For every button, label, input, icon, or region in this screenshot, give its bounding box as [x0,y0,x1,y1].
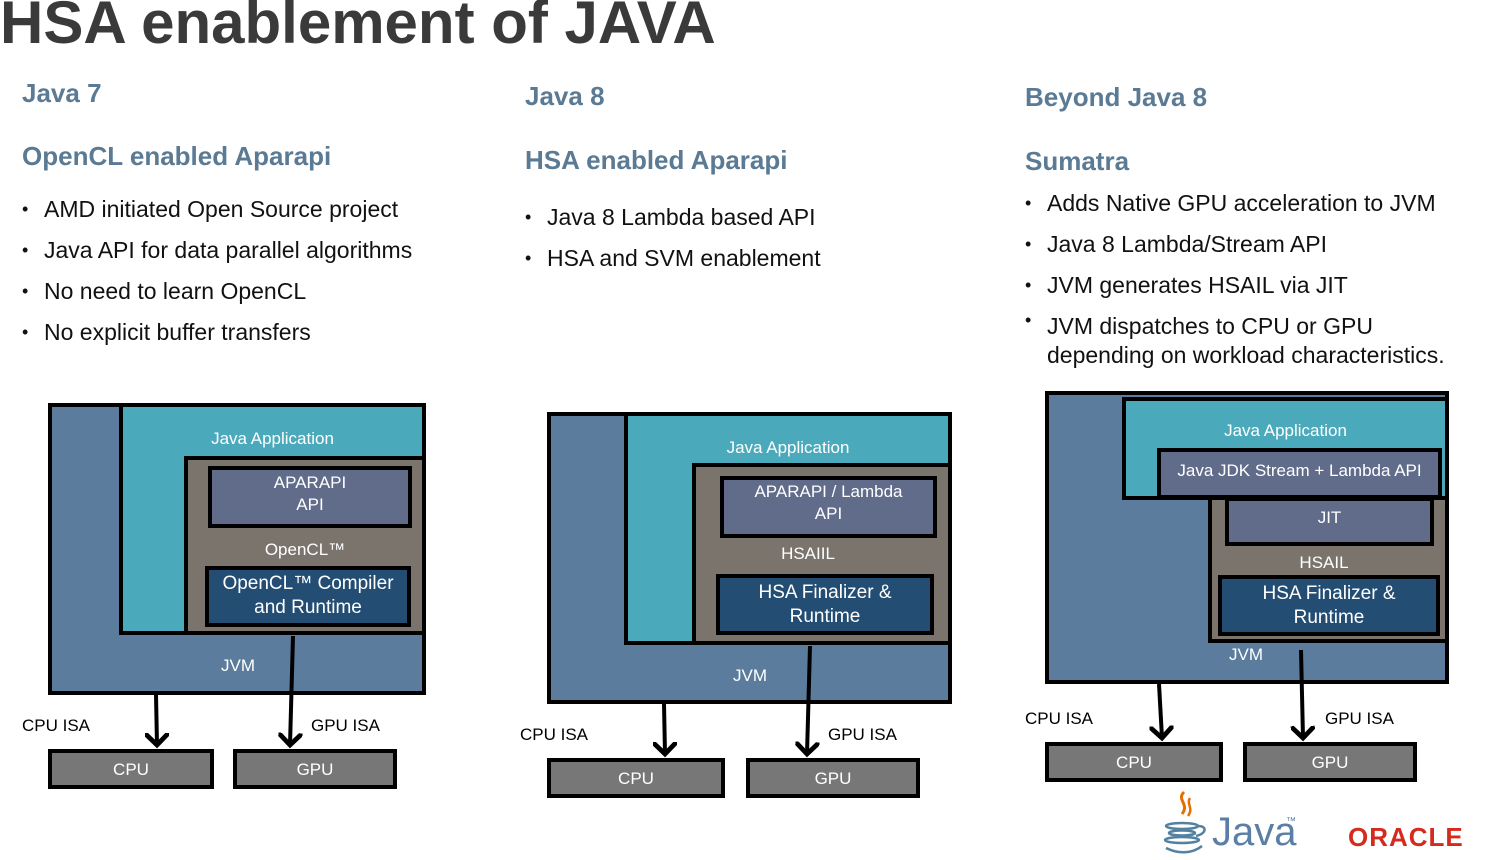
gpu-dispatch-arrow [1301,649,1303,738]
list-item: Adds Native GPU acceleration to JVM [1025,183,1480,224]
gpu-label: GPU [296,760,334,779]
java-cup-icon [1163,790,1206,854]
list-item: Java API for data parallel algorithms [22,230,412,271]
cpu-dispatch-arrow [156,694,157,745]
subheading-sumatra: Sumatra [1025,146,1130,176]
gpu-isa-label: GPU ISA [828,725,897,744]
cpu-chip [1045,742,1223,782]
bullet-list-java7: AMD initiated Open Source project Java A… [22,189,412,353]
cpu-isa-label: CPU ISA [22,716,91,735]
java-logo: Java ™ [1158,788,1298,858]
java-application-label: Java Application [211,429,334,448]
jvm-label: JVM [733,666,767,685]
cpu-label: CPU [618,769,654,788]
gpu-label: GPU [1311,753,1349,772]
opencl-runtime-label-line2: and Runtime [254,597,362,618]
jdk-stream-lambda-api-box [1157,448,1442,499]
cpu-chip [48,749,214,789]
jvm-label: JVM [1229,645,1263,664]
list-item: HSA and SVM enablement [525,238,821,279]
hsa-finalizer-box [716,574,934,635]
gpu-chip [1243,742,1417,782]
column-heading-java8: Java 8 [525,81,605,111]
hsa-finalizer-label-line2: Runtime [789,606,861,627]
gpu-dispatch-arrow [290,635,293,745]
java-application-label: Java Application [726,438,850,457]
api-label-line1: APARAPI / Lambda [754,482,903,501]
hsa-finalizer-box [1218,575,1440,636]
list-item: No explicit buffer transfers [22,312,412,353]
jit-box [1225,497,1434,546]
api-label-line2: API [814,504,843,523]
aparapi-lambda-api-box [720,476,937,538]
java-wordmark: Java [1212,810,1297,854]
oracle-logo: ORACLE [1348,822,1464,852]
opencl-runtime-label-line1: OpenCL™ Compiler [222,573,394,594]
jvm-label: JVM [221,656,255,675]
cpu-label: CPU [113,760,149,779]
aparapi-api-label-line1: APARAPI [273,473,347,492]
gpu-chip [746,758,920,798]
gpu-chip [233,749,397,789]
column-heading-beyond-java8: Beyond Java 8 [1025,82,1208,112]
jit-label: JIT [1317,508,1342,527]
cpu-label: CPU [1116,753,1152,772]
hsa-finalizer-label-line1: HSA Finalizer & [1262,583,1396,604]
cpu-dispatch-arrow [1159,683,1162,738]
list-item: JVM dispatches to CPU or GPU depending o… [1025,306,1480,370]
gpu-dispatch-arrow [807,645,810,754]
bullet-list-sumatra: Adds Native GPU acceleration to JVM Java… [1025,183,1480,370]
bullet-list-java8: Java 8 Lambda based API HSA and SVM enab… [525,197,821,279]
java-trademark: ™ [1286,816,1296,827]
hsa-finalizer-label-line2: Runtime [1293,607,1365,628]
hsail-layer-label: HSAIIL [781,544,835,563]
column-heading-java7: Java 7 [22,78,102,108]
list-item: Java 8 Lambda/Stream API [1025,224,1480,265]
gpu-isa-label: GPU ISA [311,716,380,735]
list-item: No need to learn OpenCL [22,271,412,312]
opencl-layer-label: OpenCL™ [264,540,346,559]
subheading-java8: HSA enabled Aparapi [525,145,788,175]
hsa-finalizer-label-line1: HSA Finalizer & [758,582,892,603]
cpu-isa-label: CPU ISA [520,725,589,744]
aparapi-api-label-line2: API [296,495,324,514]
cpu-chip [547,758,725,798]
opencl-runtime-box [205,566,411,627]
gpu-isa-label: GPU ISA [1325,709,1394,728]
subheading-java7: OpenCL enabled Aparapi [22,141,332,171]
page-title: HSA enablement of JAVA [0,0,716,56]
java-application-label: Java Application [1224,421,1347,440]
hsail-layer-label: HSAIL [1299,553,1349,572]
jdk-stream-lambda-api-label: Java JDK Stream + Lambda API [1177,461,1422,480]
aparapi-api-box [208,466,412,528]
list-item: Java 8 Lambda based API [525,197,821,238]
cpu-dispatch-arrow [664,703,665,754]
cpu-isa-label: CPU ISA [1025,709,1094,728]
list-item: JVM generates HSAIL via JIT [1025,265,1480,306]
gpu-label: GPU [814,769,852,788]
list-item: AMD initiated Open Source project [22,189,412,230]
